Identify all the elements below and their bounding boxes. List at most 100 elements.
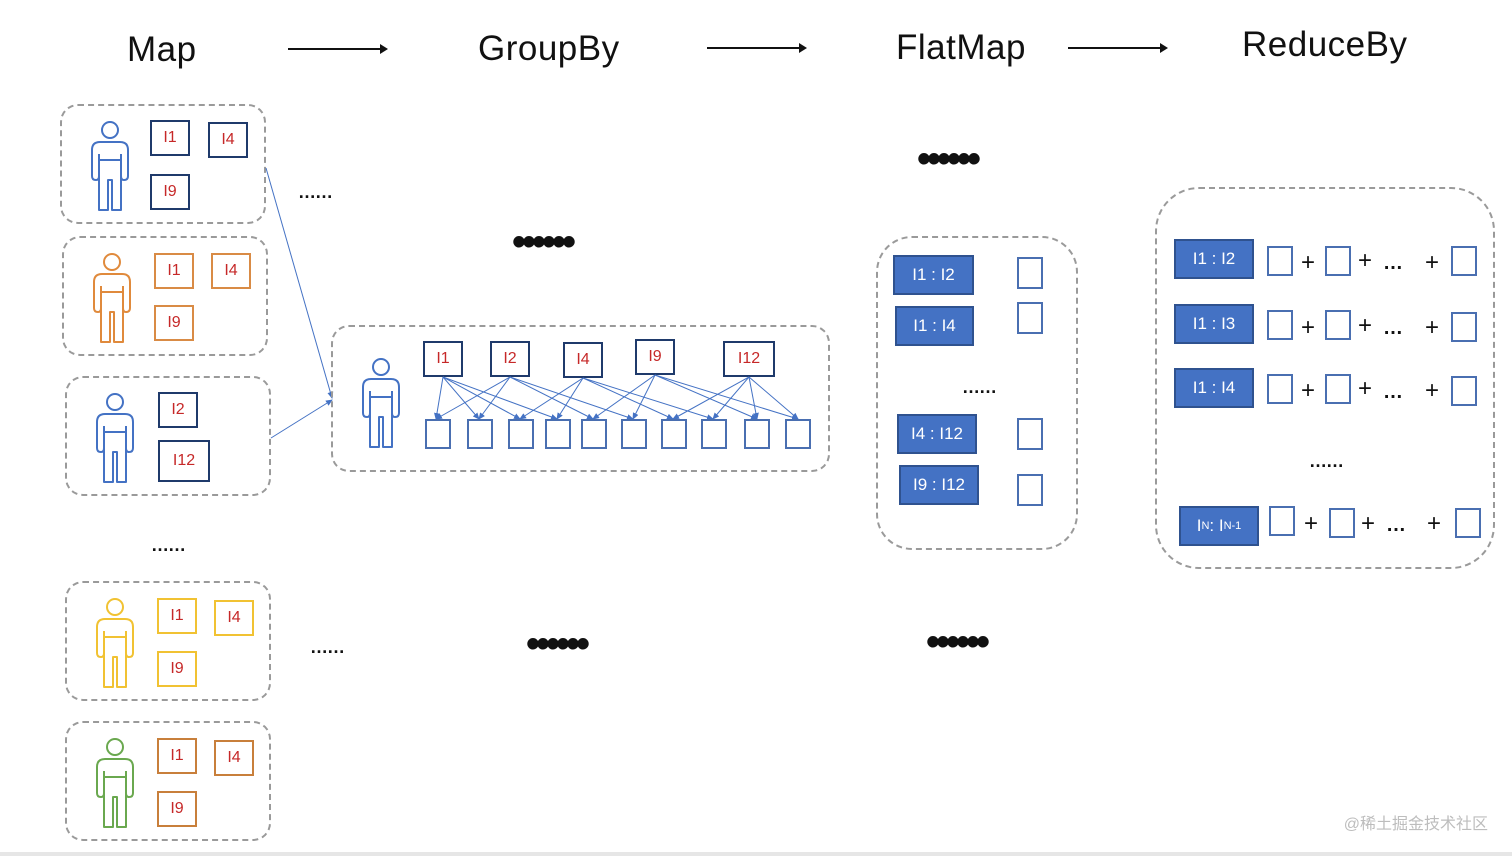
map-group-2: I1 I4 I9 <box>62 236 268 356</box>
arrow-groupby-to-flatmap <box>707 43 807 53</box>
groupby-slot <box>508 419 534 449</box>
reduce-slot <box>1325 246 1351 276</box>
reduce-pair: I1 : I3 <box>1174 304 1254 344</box>
ellipsis: •••••• <box>526 622 590 666</box>
person-icon <box>362 358 400 448</box>
inline-ellipsis: … <box>1383 317 1403 339</box>
arrow-flatmap-to-reduceby <box>1068 43 1168 53</box>
flatmap-slot <box>1017 302 1043 334</box>
ellipsis: …… <box>298 182 333 202</box>
groupby-item: I12 <box>723 341 775 377</box>
title-reduceby: ReduceBy <box>1242 25 1408 64</box>
reduce-slot <box>1267 310 1293 340</box>
reduce-pair: I1 : I4 <box>1174 368 1254 408</box>
groupby-item: I9 <box>635 339 675 375</box>
footer-bar <box>0 852 1512 856</box>
reduceby-group: I1 : I2 + + … + I1 : I3 + + … + I1 : I4 … <box>1155 187 1495 569</box>
groupby-slot <box>581 419 607 449</box>
ellipsis: •••••• <box>917 137 981 181</box>
flatmap-slot <box>1017 418 1043 450</box>
groupby-slot <box>785 419 811 449</box>
groupby-slot <box>701 419 727 449</box>
map-item: I9 <box>154 305 194 341</box>
reduce-slot <box>1267 246 1293 276</box>
reduce-pair: I1 : I2 <box>1174 239 1254 279</box>
person-icon <box>96 738 134 828</box>
title-map: Map <box>127 30 197 69</box>
map-item: I9 <box>150 174 190 210</box>
map-group-5: I1 I4 I9 <box>65 721 271 841</box>
plus-sign: + <box>1425 377 1440 404</box>
reduce-last-sep: : I <box>1209 516 1224 535</box>
map-item: I4 <box>211 253 251 289</box>
map-item: I12 <box>158 440 210 482</box>
reduce-slot <box>1269 506 1295 536</box>
map-item: I4 <box>208 122 248 158</box>
reduce-last-sub2: N-1 <box>1223 520 1242 532</box>
groupby-slot <box>621 419 647 449</box>
ellipsis: •••••• <box>512 220 576 264</box>
flatmap-pair: I9 : I12 <box>899 465 979 505</box>
map-item: I1 <box>157 598 197 634</box>
ellipsis: …… <box>151 535 186 555</box>
groupby-fanout <box>434 374 799 421</box>
groupby-slot <box>545 419 571 449</box>
reduce-slot <box>1451 312 1477 342</box>
title-flatmap: FlatMap <box>896 28 1026 67</box>
ellipsis: …… <box>962 377 997 397</box>
ellipsis: •••••• <box>926 620 990 664</box>
map-group-4: I1 I4 I9 <box>65 581 271 701</box>
groupby-slot <box>425 419 451 449</box>
map-item: I4 <box>214 600 254 636</box>
map-group-3: I2 I12 <box>65 376 271 496</box>
flatmap-pair: I1 : I2 <box>893 255 974 295</box>
inline-ellipsis: … <box>1383 252 1403 274</box>
reduce-slot <box>1451 246 1477 276</box>
flatmap-group: I1 : I2 I1 : I4 …… I4 : I12 I9 : I12 <box>876 236 1078 550</box>
reduce-slot <box>1455 508 1481 538</box>
groupby-group: I1 I2 I4 I9 I12 <box>331 325 830 472</box>
map-item: I4 <box>214 740 254 776</box>
reduce-slot <box>1267 374 1293 404</box>
reduce-slot <box>1329 508 1355 538</box>
ellipsis: …… <box>1309 451 1344 471</box>
plus-sign: + <box>1361 510 1376 537</box>
groupby-slot <box>744 419 770 449</box>
flatmap-pair: I4 : I12 <box>897 414 977 454</box>
reduce-slot <box>1325 374 1351 404</box>
watermark: @稀土掘金技术社区 <box>1343 816 1488 833</box>
groupby-slot <box>467 419 493 449</box>
flatmap-slot <box>1017 474 1043 506</box>
plus-sign: + <box>1301 377 1316 404</box>
map-item: I9 <box>157 791 197 827</box>
plus-sign: + <box>1358 375 1373 402</box>
plus-sign: + <box>1301 249 1316 276</box>
plus-sign: + <box>1427 510 1442 537</box>
reduce-slot <box>1325 310 1351 340</box>
map-item: I9 <box>157 651 197 687</box>
groupby-item: I1 <box>423 341 463 377</box>
arrow-map-to-groupby <box>288 44 388 54</box>
flatmap-pair: I1 : I4 <box>895 306 974 346</box>
plus-sign: + <box>1301 314 1316 341</box>
plus-sign: + <box>1358 312 1373 339</box>
inline-ellipsis: … <box>1383 381 1403 403</box>
groupby-item: I2 <box>490 341 530 377</box>
map-group-1: I1 I4 I9 <box>60 104 266 224</box>
reduce-last-base: I <box>1196 516 1202 535</box>
person-icon <box>96 393 134 483</box>
person-icon <box>96 598 134 688</box>
map-item: I2 <box>158 392 198 428</box>
map-item: I1 <box>150 120 190 156</box>
flatmap-slot <box>1017 257 1043 289</box>
reduce-last-sub1: N <box>1201 520 1210 532</box>
reduce-slot <box>1451 376 1477 406</box>
map-item: I1 <box>154 253 194 289</box>
plus-sign: + <box>1304 510 1319 537</box>
plus-sign: + <box>1358 247 1373 274</box>
inline-ellipsis: … <box>1386 514 1406 536</box>
plus-sign: + <box>1425 314 1440 341</box>
